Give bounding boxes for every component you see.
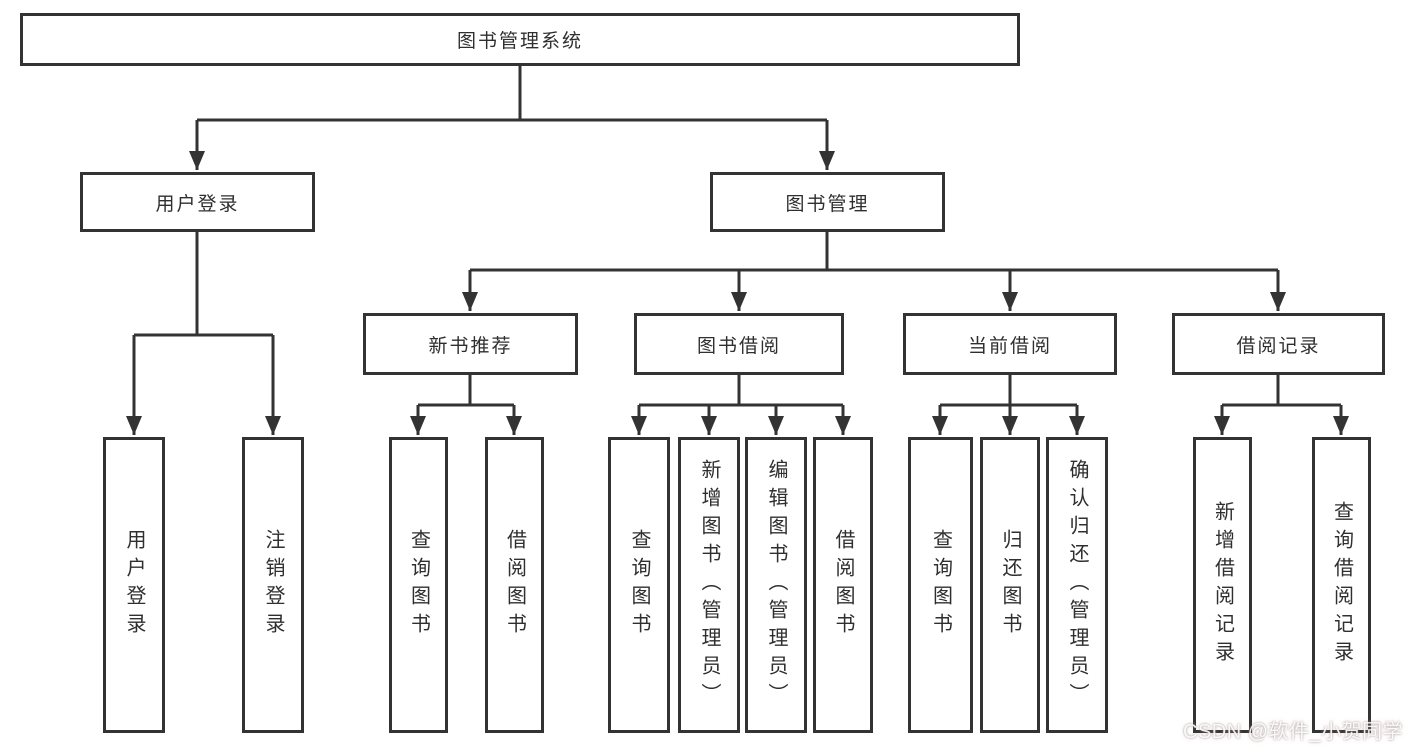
- leaf-cb-query-books: 查询图书: [908, 437, 973, 733]
- leaf-cb-return-books: 归还图书: [980, 437, 1040, 733]
- leaf-label: 新增图书（管理员）: [698, 459, 720, 711]
- connector-bus: [1222, 375, 1341, 407]
- leaf-bb-add-books-admin: 新增图书（管理员）: [678, 437, 740, 733]
- connector-bus: [418, 375, 514, 407]
- leaf-bb-query-books: 查询图书: [608, 437, 670, 733]
- leaf-label: 新增借阅记录: [1211, 501, 1234, 669]
- connector-borrow-records-to-leaves: [1214, 375, 1349, 435]
- connector-book-borrow-to-leaves: [631, 375, 851, 435]
- leaf-bb-borrow-books: 借阅图书: [813, 437, 873, 733]
- leaf-label: 确认归还（管理员）: [1066, 459, 1088, 711]
- node-new-book-recommend: 新书推荐: [363, 313, 578, 375]
- leaf-label: 查询图书: [407, 529, 430, 641]
- leaf-br-add-borrow-record: 新增借阅记录: [1193, 437, 1252, 733]
- connector-new-book-recommend-to-leaves: [410, 375, 522, 435]
- leaf-label: 用户登录: [123, 529, 145, 641]
- node-current-borrow: 当前借阅: [903, 313, 1117, 375]
- leaf-bb-edit-books-admin: 编辑图书（管理员）: [745, 437, 807, 733]
- node-book-management: 图书管理: [710, 172, 945, 232]
- csdn-watermark: CSDN @软件_小贺同学: [1183, 721, 1404, 743]
- leaf-rec-query-books: 查询图书: [389, 437, 448, 733]
- connector-bus: [134, 232, 273, 337]
- connector-bus: [197, 66, 827, 122]
- node-user-login: 用户登录: [80, 172, 315, 232]
- node-root: 图书管理系统: [20, 13, 1020, 66]
- node-borrow-records: 借阅记录: [1172, 313, 1385, 375]
- node-book-borrow: 图书借阅: [634, 313, 844, 375]
- leaf-label: 编辑图书（管理员）: [765, 459, 787, 711]
- connector-user-login-to-leaves: [126, 232, 281, 435]
- connector-root-to-level2: [189, 66, 835, 170]
- leaf-label: 查询图书: [628, 529, 650, 641]
- leaf-label: 注销登录: [262, 529, 284, 641]
- leaf-label: 借阅图书: [832, 529, 854, 641]
- connector-book-management-to-sections: [462, 232, 1286, 311]
- leaf-label: 归还图书: [999, 529, 1021, 641]
- leaf-rec-borrow-books: 借阅图书: [485, 437, 544, 733]
- leaf-label: 查询借阅记录: [1330, 501, 1353, 669]
- connector-current-borrow-to-leaves: [932, 375, 1085, 435]
- leaf-br-query-borrow-record: 查询借阅记录: [1312, 437, 1371, 733]
- leaf-user-login: 用户登录: [103, 437, 165, 733]
- leaf-label: 借阅图书: [503, 529, 526, 641]
- connector-bus: [639, 375, 843, 407]
- connector-bus: [470, 232, 1278, 272]
- leaf-logout: 注销登录: [242, 437, 304, 733]
- connector-bus: [940, 375, 1077, 407]
- leaf-cb-confirm-return-admin: 确认归还（管理员）: [1046, 437, 1108, 733]
- leaf-label: 查询图书: [929, 529, 952, 641]
